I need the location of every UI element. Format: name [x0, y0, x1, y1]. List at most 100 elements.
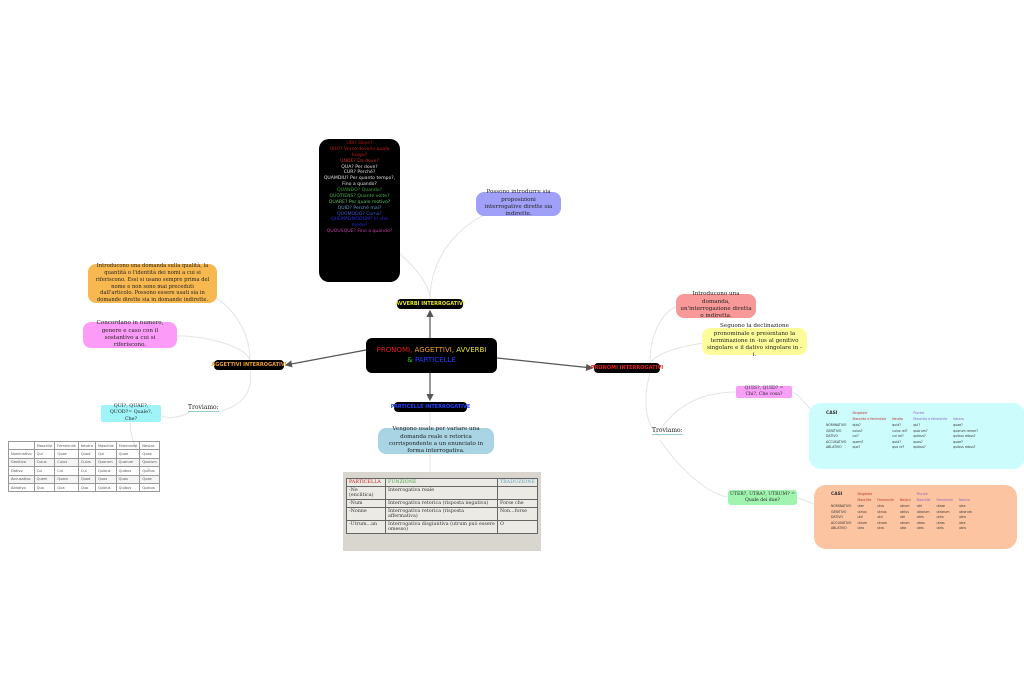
singolare-header: Singolare [852, 411, 868, 416]
table-cell: Cuius [77, 457, 97, 468]
central-topic[interactable]: PRONOMI, AGGETTIVI, AVVERBI & PARTICELLE [366, 338, 497, 373]
table-cell: utrum [899, 520, 910, 525]
branch-particelle[interactable]: PARTICELLE INTERROGATIVE [390, 402, 471, 412]
pronomi-note-intro[interactable]: Introducono una domanda, un'interrogazio… [676, 291, 756, 319]
avverbi-note[interactable]: Possono introdurre sia proposizioni inte… [476, 189, 561, 217]
table-cell: utri [857, 515, 863, 520]
table-cell: -Num [345, 499, 387, 508]
table-cell: quibus? [913, 434, 926, 439]
table-cell: Quo [33, 482, 56, 493]
adverb-item: QUOUSQUE? Fino a quando? [326, 229, 393, 235]
table-cell: Quae [139, 449, 160, 459]
table-cell: utram [877, 520, 887, 525]
gender-header: Neutro [892, 417, 904, 422]
pronomi-uter-node[interactable]: UTER?, UTRA?, UTRUM? = Quale dei due? [728, 490, 797, 505]
adverb-item: QUOMODO? Come? [337, 211, 382, 217]
table-cell: Qui [95, 449, 117, 459]
table-cell: Accusativo [8, 474, 35, 484]
center-particelle: PARTICELLE [414, 355, 456, 364]
aggettivi-note-usage[interactable]: Introducono una domanda sulla qualità, l… [88, 263, 217, 303]
table-cell: Maschile [33, 440, 56, 451]
table-cell: utris [958, 526, 967, 531]
table-cell: utrarum [936, 509, 950, 514]
adverb-item: QUOTIENS? Quante volte? [329, 193, 390, 199]
table-cell: Quae [139, 474, 160, 484]
aggettivi-qui-node[interactable]: QUI?, QUAE?, QUOD?= Quale?, Che? [101, 404, 161, 422]
table-cell: Quorum [95, 457, 117, 468]
branch-aggettivi[interactable]: AGGETTIVI INTERROGATIVI [211, 360, 287, 370]
table-header-cell: FUNZIONE [385, 478, 498, 487]
branch-avverbi[interactable]: AVVERBI INTERROGATIVI [395, 299, 465, 309]
table-cell: NOMINATIVO [826, 422, 847, 427]
table-cell: utrorum [916, 509, 930, 514]
pronomi-note-declension[interactable]: Seguono la declinazione pronominale e pr… [702, 323, 807, 358]
table-cell: Quibus [115, 482, 141, 493]
table-cell: Cuius [54, 457, 79, 468]
table-cell: Cuius [33, 457, 56, 468]
table-cell: Interrogativa retorica (risposta negativ… [385, 499, 498, 508]
table-cell: utri [899, 515, 906, 520]
table-cell [8, 440, 35, 451]
table-cell: quis? [852, 422, 861, 427]
table-cell: utris [958, 515, 967, 520]
avverbi-list[interactable]: UBI? Dove?QUO? Verso dove/in quale luogo… [319, 139, 400, 282]
gender-header: Neutro [899, 498, 911, 503]
table-cell: Interrogativa reale [385, 486, 498, 500]
plurale-header: Plurale [913, 411, 925, 416]
table-cell: quibus rebus? [953, 434, 976, 439]
table-cell: ACCUSATIVO [826, 439, 847, 444]
adverb-item: QUID? Perché mai? [337, 205, 382, 211]
table-cell: utris [916, 515, 924, 520]
table-cell: utris [916, 526, 924, 531]
adverb-item: CUR? Perché? [343, 170, 376, 176]
gender-header: Neutro [958, 498, 970, 503]
gender-header: Maschile e femminile [913, 417, 948, 422]
plurale-header: Plurale [916, 492, 928, 497]
table-cell: Dativo [8, 466, 35, 476]
table-cell: Non...forse [496, 507, 539, 521]
table-cell: Quibus [95, 466, 117, 476]
table-cell: cui rei? [892, 434, 904, 439]
particelle-note[interactable]: Vengono usate per variare una domanda re… [378, 426, 494, 454]
table-cell: quid? [892, 439, 901, 444]
table-cell: cuius rei? [892, 428, 908, 433]
pronomi-quis-node[interactable]: QUIS?, QUID? = Chi?, Che cosa? [736, 386, 792, 398]
aggettivi-note-agreement[interactable]: Concordano in numero, genere e caso con … [83, 320, 177, 348]
table-cell: utrae [936, 503, 945, 508]
table-cell: utrorum [958, 509, 972, 514]
table-cell: Quod [77, 474, 97, 484]
table-cell: Cui [54, 466, 79, 476]
table-cell: utri [916, 503, 923, 508]
table-cell: utri [877, 515, 883, 520]
branch-pronomi[interactable]: PRONOMI INTERROGATIVI [590, 363, 664, 373]
table-cell: quibus rebus? [953, 445, 976, 450]
table-cell: Quas [115, 474, 141, 484]
table-header-cell: PARTICELLA [345, 478, 387, 487]
table-cell: quae? [953, 439, 963, 444]
pronomi-troviamo: Troviamo: [652, 427, 683, 435]
table-cell: cui? [852, 434, 859, 439]
table-cell: Qua [54, 482, 79, 493]
adverb-item: UBI? Dove? [346, 141, 373, 146]
aggettivi-troviamo: Troviamo: [188, 404, 219, 412]
table-cell: ACCUSATIVO [831, 520, 852, 525]
table-row: -Ne (enclitica)Interrogativa reale [345, 486, 539, 500]
table-cell: Quos [95, 474, 117, 484]
table-cell: DATIVO [826, 434, 838, 439]
table-cell: cuius? [852, 428, 863, 433]
table-cell: quos? [913, 439, 923, 444]
center-aggettivi: AGGETTIVI, [414, 345, 457, 354]
table-cell: qui? [913, 422, 921, 427]
table-cell: Maschile [95, 440, 117, 451]
